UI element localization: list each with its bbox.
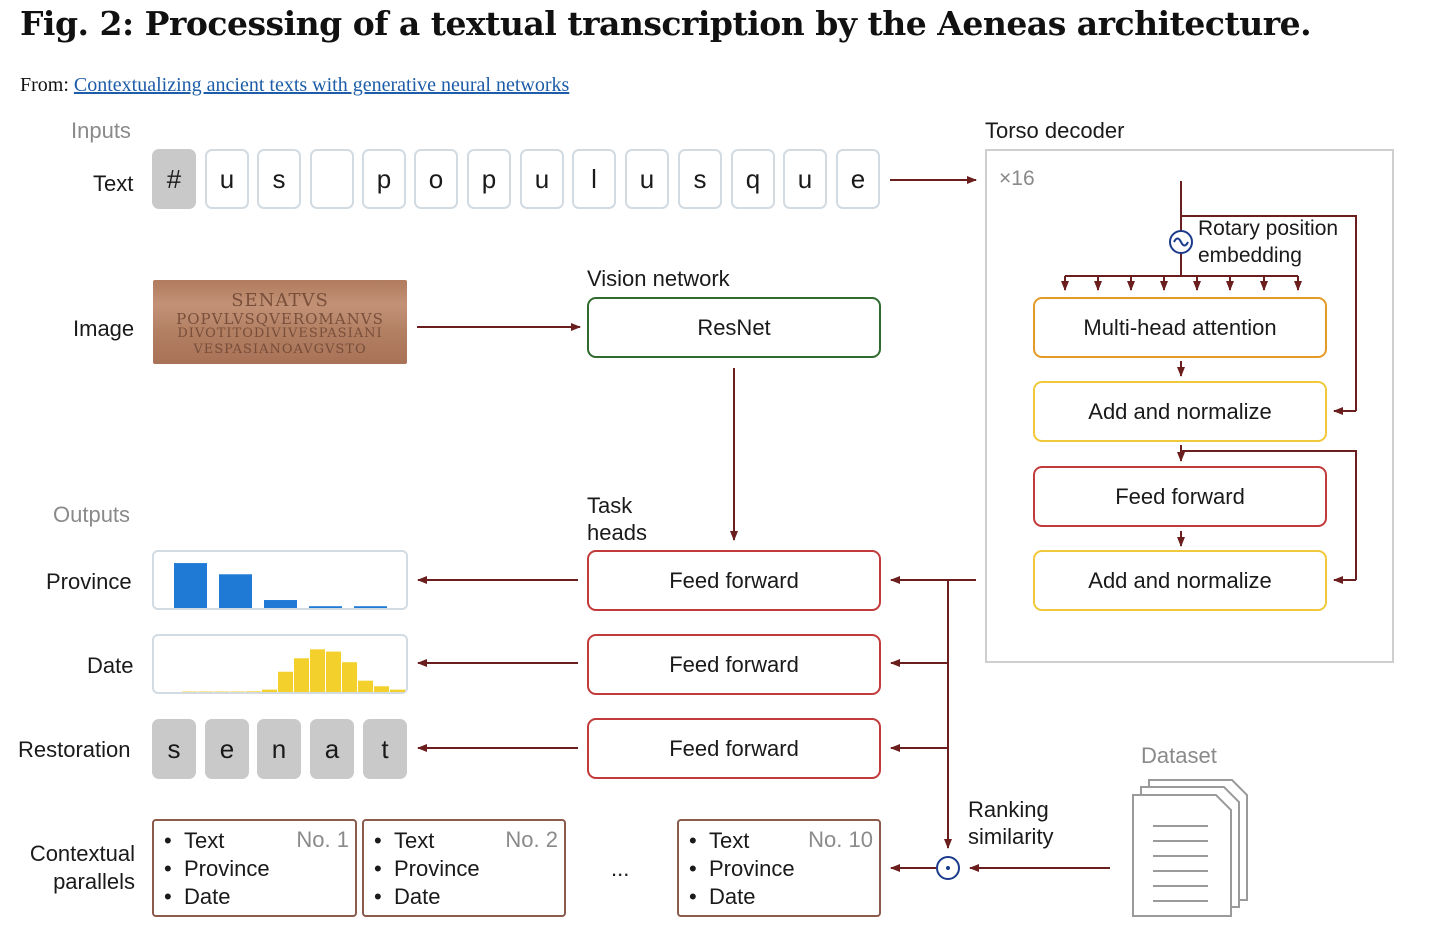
date-bar (294, 658, 309, 693)
torso-decoder-frame (985, 149, 1394, 663)
parallels-ellipsis: ... (611, 856, 630, 881)
from-line: From: Contextualizing ancient texts with… (20, 74, 569, 97)
text-char: u (520, 149, 564, 209)
text-char: e (836, 149, 880, 209)
restoration-char: e (205, 719, 249, 779)
figure-title: Fig. 2: Processing of a textual transcri… (20, 4, 1312, 43)
ranking-similarity-label: Ranking similarity (968, 797, 1054, 849)
add-normalize-box-2: Add and normalize (1033, 550, 1327, 611)
inscription-image: SENATVS POPVLVSQVEROMANVS DIVOTITODIVIVE… (153, 280, 407, 364)
task-heads-heading: Task heads (587, 493, 647, 545)
date-bar (198, 691, 213, 693)
text-char: s (257, 149, 301, 209)
province-histogram (174, 563, 387, 609)
image-row-label: Image (73, 316, 135, 341)
date-bar (214, 691, 229, 693)
date-bar (246, 691, 261, 693)
text-char: l (572, 149, 616, 209)
date-bar (342, 662, 357, 693)
date-bar (358, 680, 373, 693)
text-char-space (310, 149, 354, 209)
outputs-heading: Outputs (53, 502, 131, 527)
restoration-char: n (257, 719, 301, 779)
dot-product-icon (936, 856, 960, 880)
dataset-documents-icon (1132, 779, 1248, 917)
dataset-heading: Dataset (1141, 743, 1217, 768)
date-bar (390, 689, 405, 693)
parallel-rank: No. 1 (296, 827, 349, 852)
date-bar (278, 671, 293, 693)
task-head-feed-forward-date: Feed forward (587, 634, 881, 695)
date-plot (152, 634, 408, 694)
residual-line-2 (1181, 450, 1357, 580)
province-bar (354, 606, 387, 609)
province-bar (264, 600, 297, 609)
multi-head-attention-box: Multi-head attention (1033, 297, 1327, 358)
torso-feed-forward-box: Feed forward (1033, 466, 1327, 527)
text-char: p (362, 149, 406, 209)
rotary-embedding-label: Rotary position embedding (1198, 217, 1339, 267)
resnet-box: ResNet (587, 297, 881, 358)
text-char: o (414, 149, 458, 209)
text-char: u (205, 149, 249, 209)
date-bar (310, 649, 325, 693)
date-bar (374, 686, 389, 693)
text-char-mask: # (152, 149, 196, 209)
parallel-rank: No. 10 (808, 827, 873, 852)
text-char: q (731, 149, 775, 209)
inputs-heading: Inputs (71, 118, 131, 143)
task-head-feed-forward-restoration: Feed forward (587, 718, 881, 779)
text-char: s (678, 149, 722, 209)
date-bar (262, 689, 277, 693)
text-row-label: Text (93, 171, 134, 196)
layer-repeat-count: ×16 (999, 167, 1035, 190)
province-bar (174, 563, 207, 609)
province-plot (152, 550, 408, 610)
contextual-parallels-label: Contextual parallels (29, 841, 135, 894)
date-bar (326, 651, 341, 693)
parallel-card-10: Text Province Date No. 10 (677, 819, 881, 917)
vision-network-heading: Vision network (587, 266, 730, 291)
residual-line-1 (1181, 215, 1357, 411)
parallel-card-2: Text Province Date No. 2 (362, 819, 566, 917)
source-article-link[interactable]: Contextualizing ancient texts with gener… (73, 74, 570, 96)
date-row-label: Date (87, 653, 134, 678)
restoration-row-label: Restoration (18, 737, 131, 762)
province-row-label: Province (46, 569, 132, 594)
text-char: p (467, 149, 511, 209)
rotary-embedding-icon (1169, 230, 1193, 254)
restoration-char: t (363, 719, 407, 779)
parallel-card-1: Text Province Date No. 1 (152, 819, 357, 917)
parallel-rank: No. 2 (505, 827, 558, 852)
text-char: u (783, 149, 827, 209)
province-bar (309, 606, 342, 609)
province-bar (219, 574, 252, 609)
from-label: From: (20, 74, 69, 96)
task-head-feed-forward-province: Feed forward (587, 550, 881, 611)
add-normalize-box-1: Add and normalize (1033, 381, 1327, 442)
restoration-char: a (310, 719, 354, 779)
restoration-char: s (152, 719, 196, 779)
date-histogram (182, 649, 405, 693)
date-bar (230, 691, 245, 693)
text-char: u (625, 149, 669, 209)
date-bar (182, 691, 197, 693)
torso-decoder-heading: Torso decoder (985, 118, 1125, 143)
